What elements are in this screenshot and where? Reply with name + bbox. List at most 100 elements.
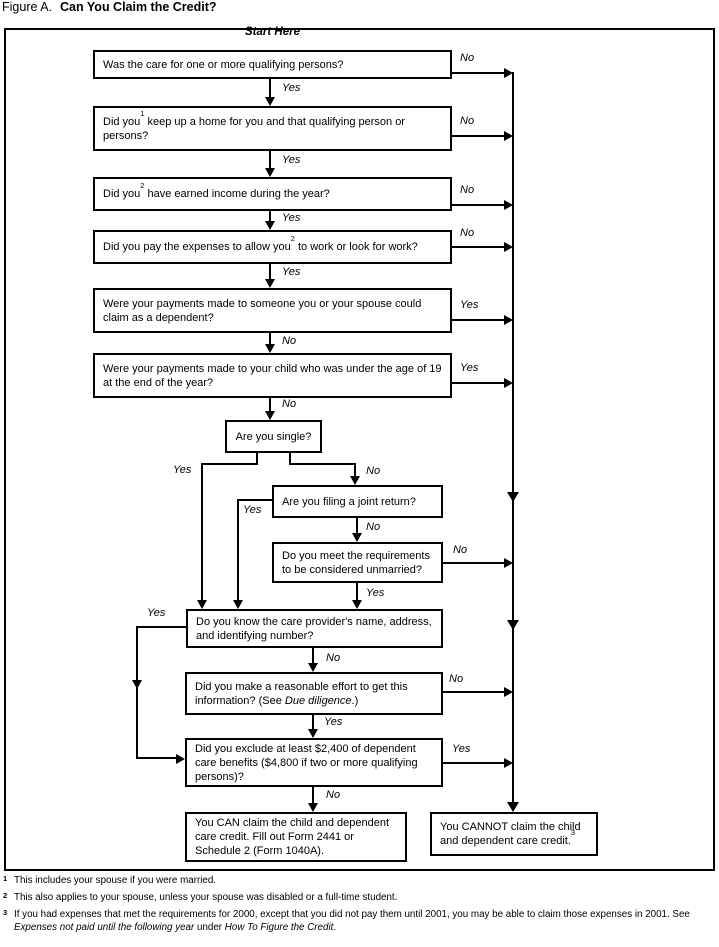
question-box-considered-unmarried: Do you meet the requirements to be consi… [272, 542, 443, 583]
arrowhead-down [352, 600, 362, 609]
connector-line [452, 204, 504, 206]
connector-line [201, 463, 203, 600]
edge-label-yes: Yes [243, 504, 262, 516]
question-box-payments-to-child-under-19: Were your payments made to your child wh… [93, 353, 452, 398]
expenses-not-paid-term: Expenses not paid until the following ye… [14, 922, 195, 933]
edge-label-yes: Yes [173, 464, 192, 476]
arrowhead-right [176, 754, 185, 764]
edge-label-no: No [460, 115, 475, 127]
edge-label-no: No [453, 544, 468, 556]
arrowhead-down [265, 344, 275, 353]
edge-label-no: No [282, 398, 297, 410]
arrowhead-right [504, 68, 513, 78]
result-cannot-claim-box: You CANNOT claim the child and dependent… [430, 812, 598, 856]
question-box-pay-expenses-to-work: Did you pay the expenses to allow you2 t… [93, 230, 452, 264]
edge-label-yes: Yes [452, 743, 471, 755]
connector-line [269, 211, 271, 221]
connector-line [269, 333, 271, 344]
edge-label-no: No [366, 465, 381, 477]
connector-line [354, 463, 356, 476]
question-box-joint-return: Are you filing a joint return? [272, 485, 443, 518]
edge-label-yes: Yes [282, 154, 301, 166]
footnote-ref-2: 2 [290, 234, 295, 244]
figure-title-prefix: Figure A. [2, 0, 53, 14]
connector-line [269, 79, 271, 97]
footnote-marker: 2 [3, 891, 8, 900]
arrowhead-down [352, 533, 362, 542]
connector-line [356, 583, 358, 600]
connector-line [289, 463, 356, 465]
question-box-exclude-dependent-care-benefits: Did you exclude at least $2,400 of depen… [185, 738, 443, 787]
footnote-marker: 1 [3, 874, 8, 883]
edge-label-yes: Yes [282, 212, 301, 224]
figure-title-main: Can You Claim the Credit? [60, 0, 217, 14]
edge-label-yes: Yes [147, 607, 166, 619]
how-to-figure-term: How To Figure the Credit [224, 922, 334, 933]
arrowhead-right [504, 200, 513, 210]
connector-line [452, 246, 504, 248]
connector-line [289, 453, 291, 465]
edge-label-yes: Yes [282, 82, 301, 94]
arrowhead-down [350, 476, 360, 485]
question-box-are-you-single: Are you single? [225, 420, 322, 453]
edge-label-no: No [326, 789, 341, 801]
arrowhead-down [507, 620, 519, 630]
edge-label-no: No [326, 652, 341, 664]
footnote-ref-3: 3 [570, 828, 576, 838]
edge-label-no: No [449, 673, 464, 685]
connector-line [443, 762, 504, 764]
connector-line [256, 453, 258, 465]
question-box-reasonable-effort: Did you make a reasonable effort to get … [185, 672, 443, 715]
arrowhead-down [507, 492, 519, 502]
flowchart-frame [4, 28, 715, 871]
arrowhead-right [504, 315, 513, 325]
arrowhead-down [197, 600, 207, 609]
arrowhead-down [308, 729, 318, 738]
edge-label-no: No [366, 521, 381, 533]
connector-line [269, 151, 271, 168]
arrowhead-right [504, 687, 513, 697]
arrowhead-down [308, 663, 318, 672]
question-box-earned-income: Did you2 have earned income during the y… [93, 177, 452, 211]
connector-line [237, 499, 273, 501]
connector-line [356, 518, 358, 533]
connector-line [452, 382, 504, 384]
connector-line [443, 691, 504, 693]
arrowhead-down [132, 680, 142, 689]
edge-label-no: No [460, 227, 475, 239]
footnote-ref-1: 1 [140, 108, 145, 118]
connector-line [136, 757, 177, 759]
edge-label-yes: Yes [282, 266, 301, 278]
connector-line [443, 562, 504, 564]
arrowhead-right [504, 558, 513, 568]
arrowhead-down [233, 600, 243, 609]
connector-line [269, 398, 271, 411]
connector-line [136, 626, 187, 628]
arrowhead-right [504, 758, 513, 768]
question-box-payments-to-dependent: Were your payments made to someone you o… [93, 288, 452, 333]
connector-line [136, 626, 138, 759]
arrowhead-down [265, 279, 275, 288]
connector-line [452, 319, 504, 321]
arrowhead-down [265, 168, 275, 177]
question-box-qualifying-persons: Was the care for one or more qualifying … [93, 50, 452, 79]
footnote-marker: 3 [3, 908, 8, 917]
start-here-label: Start Here [245, 26, 300, 38]
arrowhead-down [265, 97, 275, 106]
edge-label-no: No [460, 52, 475, 64]
edge-label-yes: Yes [366, 587, 385, 599]
due-diligence-term: Due diligence [284, 694, 352, 707]
question-box-care-provider-info: Do you know the care provider's name, ad… [186, 609, 443, 648]
connector-line [452, 135, 504, 137]
connector-line [201, 463, 258, 465]
arrowhead-right [504, 131, 513, 141]
arrowhead-right [504, 378, 513, 388]
arrowhead-down [265, 411, 275, 420]
footnote-ref-2: 2 [140, 181, 145, 191]
connector-line [237, 499, 239, 600]
edge-label-yes: Yes [324, 716, 343, 728]
